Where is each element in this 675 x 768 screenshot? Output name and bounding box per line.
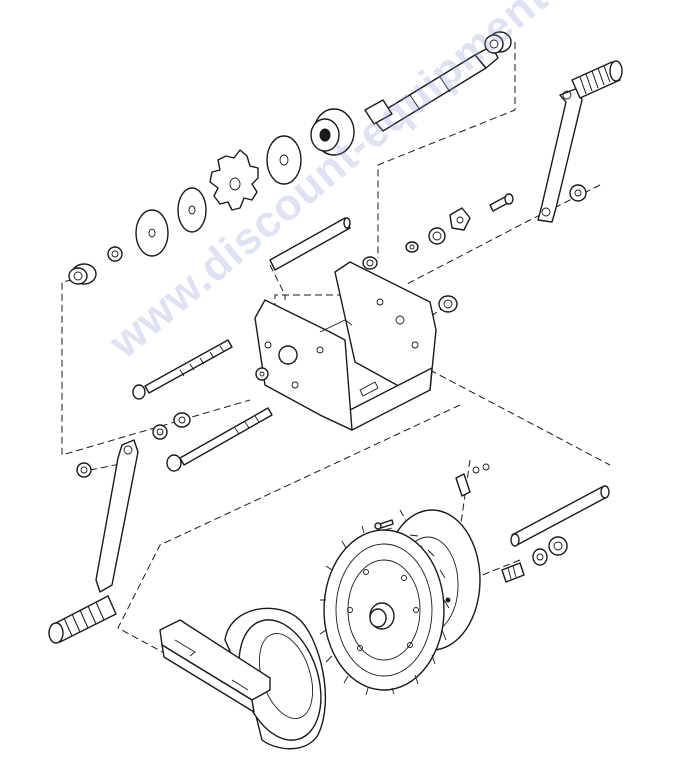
small-nut	[107, 246, 123, 262]
long-bolt-lower	[166, 407, 273, 472]
bolt-nut-2	[152, 424, 168, 440]
crank-handle-left	[48, 439, 139, 644]
drum-bracket	[159, 619, 271, 713]
frame-nut-inner	[255, 367, 269, 381]
crank-handle-right	[537, 60, 623, 223]
brake-pin	[510, 485, 610, 547]
brake-nut	[548, 536, 568, 556]
handle-bolt-right	[489, 193, 514, 212]
bolt-nut-1	[173, 412, 191, 428]
winch-frame	[254, 261, 437, 431]
friction-disc	[266, 135, 302, 185]
washer-disc-2	[135, 209, 169, 257]
bolt-nut-3	[76, 462, 92, 478]
long-bolt-upper	[132, 339, 233, 400]
drum-gear	[319, 525, 450, 696]
cable-drum	[224, 607, 327, 750]
pawl	[449, 207, 471, 231]
pinion-gear-with-bearing	[310, 108, 355, 156]
handle-nut-right	[569, 184, 587, 202]
handle-grip-right	[571, 60, 623, 99]
washer-disc-1	[177, 187, 207, 233]
handle-grip-left	[48, 595, 117, 644]
shaft-end-bushing	[484, 31, 512, 54]
small-screw	[374, 519, 394, 530]
pawl-nut	[405, 241, 419, 253]
spring-clip	[455, 463, 490, 497]
flange-bushing-left	[68, 263, 97, 285]
pawl-spring-washer	[428, 227, 446, 245]
set-screw	[501, 562, 525, 583]
brake-washer	[532, 548, 548, 566]
frame-nut-right	[438, 295, 458, 313]
ratchet-gear	[209, 149, 259, 211]
frame-nut-top	[362, 256, 378, 270]
spacer-rod	[269, 217, 351, 271]
drive-shaft	[364, 45, 499, 132]
